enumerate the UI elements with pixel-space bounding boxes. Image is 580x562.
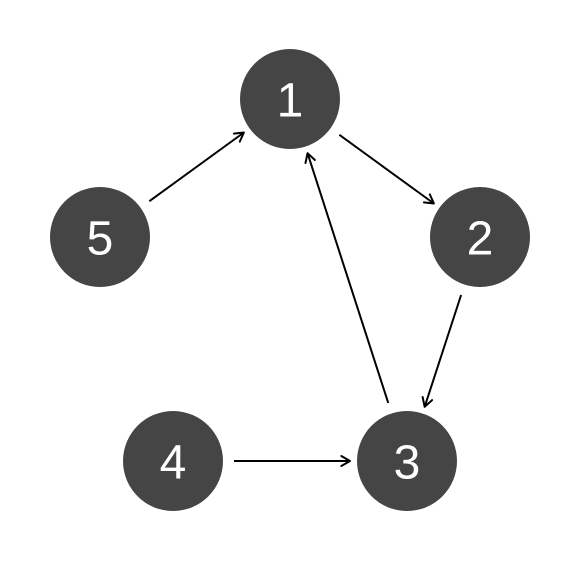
- node-label: 4: [160, 437, 187, 490]
- edge-line: [338, 134, 435, 205]
- node-circle: [357, 411, 457, 511]
- node-circle: [240, 49, 340, 149]
- arrowhead-icon: [304, 152, 316, 165]
- node-label: 1: [277, 75, 304, 128]
- edge-3-to-1: [304, 152, 390, 404]
- node-5: 5: [50, 187, 150, 287]
- edge-5-to-1: [148, 131, 245, 202]
- edge-line: [423, 294, 463, 408]
- node-circle: [123, 411, 223, 511]
- node-4: 4: [123, 411, 223, 511]
- arrowhead-icon: [421, 396, 434, 408]
- node-circle: [430, 187, 530, 287]
- arrowhead-icon: [232, 131, 245, 143]
- arrowhead-icon: [422, 193, 435, 205]
- edge-line: [306, 152, 390, 404]
- edges-layer: [148, 131, 463, 467]
- nodes-layer: 1 2 3 4 5: [50, 49, 530, 511]
- node-1: 1: [240, 49, 340, 149]
- edge-1-to-2: [338, 134, 435, 205]
- node-3: 3: [357, 411, 457, 511]
- node-label: 3: [394, 437, 421, 490]
- node-label: 5: [87, 213, 114, 266]
- edge-line: [148, 131, 245, 202]
- node-2: 2: [430, 187, 530, 287]
- edge-4-to-3: [234, 455, 351, 467]
- edge-2-to-3: [421, 294, 463, 408]
- arrowhead-icon: [340, 455, 351, 467]
- node-label: 2: [467, 213, 494, 266]
- node-circle: [50, 187, 150, 287]
